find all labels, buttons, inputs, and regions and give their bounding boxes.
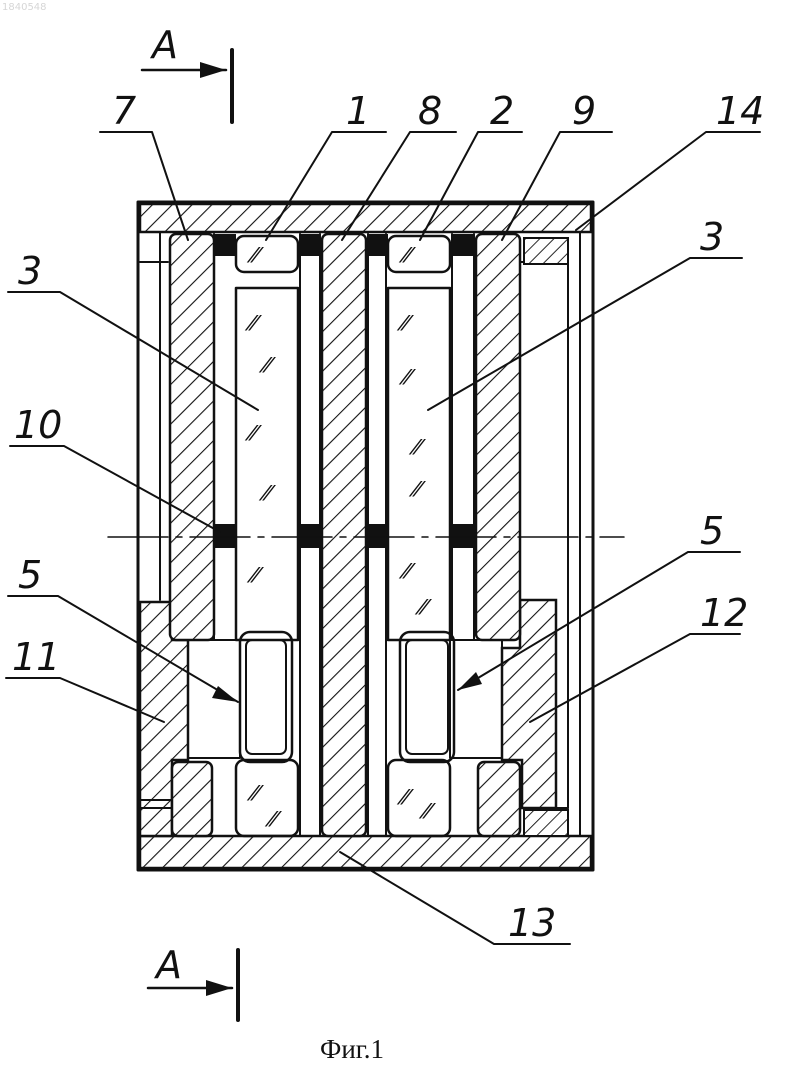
svg-text:⁄⁄: ⁄⁄ — [264, 807, 282, 831]
label-2: 2 — [490, 89, 514, 133]
plate-7 — [170, 234, 214, 640]
plate-7-lower — [172, 762, 212, 836]
section-mark-top: A — [142, 23, 232, 122]
svg-text:⁄⁄: ⁄⁄ — [258, 353, 276, 377]
right-corner-block-top — [524, 238, 568, 264]
svg-text:⁄⁄: ⁄⁄ — [398, 559, 416, 583]
plate-9 — [476, 234, 520, 640]
label-10: 10 — [14, 403, 62, 447]
svg-text:⁄⁄: ⁄⁄ — [258, 481, 276, 505]
svg-text:⁄⁄: ⁄⁄ — [246, 243, 264, 267]
glass-column-right — [388, 236, 450, 836]
plate-8 — [322, 234, 366, 836]
magnet-left — [188, 632, 292, 762]
label-9: 9 — [572, 89, 596, 133]
svg-text:⁄⁄: ⁄⁄ — [398, 243, 416, 267]
svg-text:⁄⁄: ⁄⁄ — [418, 799, 436, 823]
svg-text:⁄⁄: ⁄⁄ — [408, 435, 426, 459]
section-label-top: A — [149, 23, 178, 67]
svg-text:⁄⁄: ⁄⁄ — [246, 781, 264, 805]
watermark-text: 1840548 — [2, 2, 47, 13]
top-cover — [140, 204, 591, 232]
label-3-left: 3 — [18, 249, 42, 293]
label-1: 1 — [346, 89, 370, 133]
svg-text:⁄⁄: ⁄⁄ — [408, 477, 426, 501]
svg-text:⁄⁄: ⁄⁄ — [396, 311, 414, 335]
label-3-right: 3 — [700, 215, 724, 259]
bottom-base — [140, 836, 591, 868]
label-7: 7 — [112, 89, 136, 133]
svg-text:⁄⁄: ⁄⁄ — [244, 311, 262, 335]
svg-text:⁄⁄: ⁄⁄ — [246, 563, 264, 587]
svg-text:⁄⁄: ⁄⁄ — [244, 421, 262, 445]
svg-text:⁄⁄: ⁄⁄ — [414, 595, 432, 619]
label-13: 13 — [508, 901, 556, 945]
right-corner-block-bottom — [524, 810, 568, 836]
section-mark-bottom: A — [148, 943, 238, 1020]
label-12: 12 — [700, 591, 748, 635]
plate-9-lower — [478, 762, 520, 836]
label-8: 8 — [418, 89, 442, 133]
svg-text:⁄⁄: ⁄⁄ — [398, 365, 416, 389]
label-11: 11 — [12, 635, 60, 679]
label-5-right: 5 — [700, 509, 724, 553]
svg-text:⁄⁄: ⁄⁄ — [396, 785, 414, 809]
section-label-bottom: A — [153, 943, 182, 987]
label-5-left: 5 — [18, 553, 42, 597]
figure-caption: Фиг.1 — [320, 1034, 384, 1064]
label-14: 14 — [716, 89, 764, 133]
magnet-right — [400, 632, 502, 762]
